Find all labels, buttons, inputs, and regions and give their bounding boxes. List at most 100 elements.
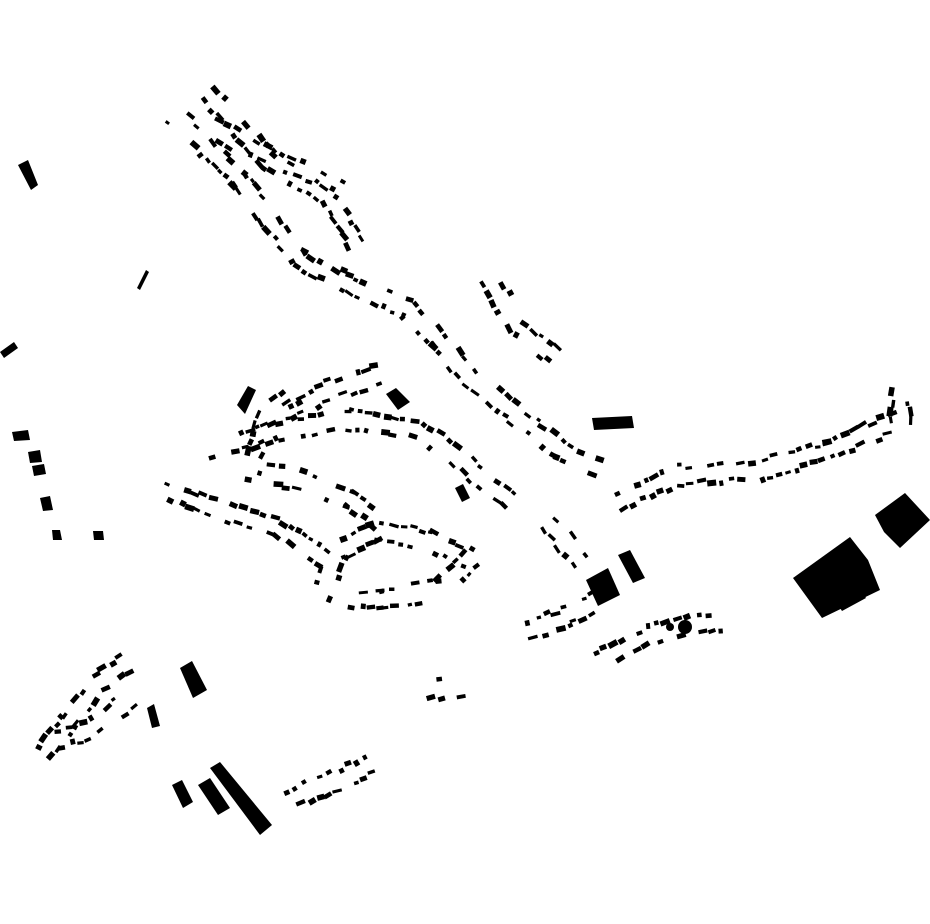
building — [567, 442, 575, 450]
building — [398, 314, 406, 321]
building — [615, 654, 626, 664]
building — [685, 465, 693, 471]
building — [769, 451, 778, 458]
building — [343, 241, 352, 252]
building — [809, 458, 818, 466]
building — [737, 476, 746, 483]
building — [223, 143, 233, 152]
building — [527, 634, 538, 641]
building — [475, 484, 483, 492]
building — [214, 116, 225, 125]
building — [414, 601, 423, 607]
building — [410, 580, 420, 586]
building — [451, 557, 459, 565]
building — [282, 169, 288, 175]
building — [300, 268, 308, 276]
building — [328, 215, 338, 225]
building — [519, 319, 530, 329]
building — [330, 266, 342, 276]
building — [418, 528, 427, 535]
building — [483, 289, 493, 300]
building — [882, 430, 893, 436]
building — [266, 166, 277, 176]
building — [357, 234, 365, 243]
building — [459, 466, 470, 477]
building — [437, 695, 446, 703]
building — [466, 571, 472, 577]
building — [854, 439, 866, 448]
building — [848, 424, 860, 434]
building — [317, 411, 325, 418]
building — [257, 438, 265, 446]
building — [314, 403, 323, 412]
building — [848, 447, 857, 455]
building — [465, 477, 473, 485]
building — [247, 151, 254, 159]
building — [325, 595, 333, 604]
long-hall — [198, 778, 230, 815]
building — [891, 399, 896, 408]
building — [247, 438, 255, 446]
building — [166, 496, 175, 505]
building — [210, 161, 220, 171]
building — [460, 563, 467, 570]
building — [316, 273, 326, 282]
building — [512, 331, 520, 339]
storage-tank — [678, 620, 692, 634]
building — [281, 485, 290, 492]
building — [254, 158, 265, 170]
building — [275, 215, 284, 226]
building — [164, 120, 170, 126]
building — [318, 183, 329, 192]
building — [204, 157, 211, 164]
building — [364, 410, 373, 415]
building — [319, 199, 328, 208]
building — [541, 632, 550, 639]
building — [493, 478, 502, 487]
building — [249, 443, 262, 453]
hall — [137, 270, 149, 290]
building — [96, 663, 107, 673]
hall — [32, 464, 46, 476]
building — [196, 151, 204, 159]
building — [470, 455, 478, 463]
building — [186, 111, 196, 120]
building — [560, 437, 567, 445]
building — [524, 619, 531, 627]
building — [905, 401, 910, 407]
building — [230, 132, 238, 140]
building — [297, 417, 305, 422]
building — [256, 470, 263, 477]
building — [445, 437, 454, 445]
building — [313, 579, 320, 586]
building — [412, 300, 420, 309]
building — [348, 406, 355, 412]
building — [193, 123, 200, 130]
building — [292, 172, 303, 180]
building — [221, 94, 229, 103]
building — [110, 696, 116, 702]
building — [286, 180, 293, 188]
building — [261, 224, 272, 236]
building — [249, 507, 260, 516]
building — [718, 628, 723, 634]
building — [316, 257, 324, 266]
building — [794, 467, 800, 474]
building — [87, 714, 95, 722]
building — [761, 457, 769, 463]
building — [259, 511, 267, 519]
building — [368, 362, 379, 370]
building — [540, 526, 548, 535]
building — [350, 530, 357, 537]
building — [363, 427, 369, 434]
building — [54, 729, 62, 735]
building — [364, 520, 375, 529]
building — [400, 525, 408, 529]
building — [300, 779, 307, 786]
building — [388, 432, 397, 439]
building — [208, 137, 218, 148]
building — [696, 612, 702, 618]
building — [407, 602, 413, 607]
building — [321, 398, 331, 404]
